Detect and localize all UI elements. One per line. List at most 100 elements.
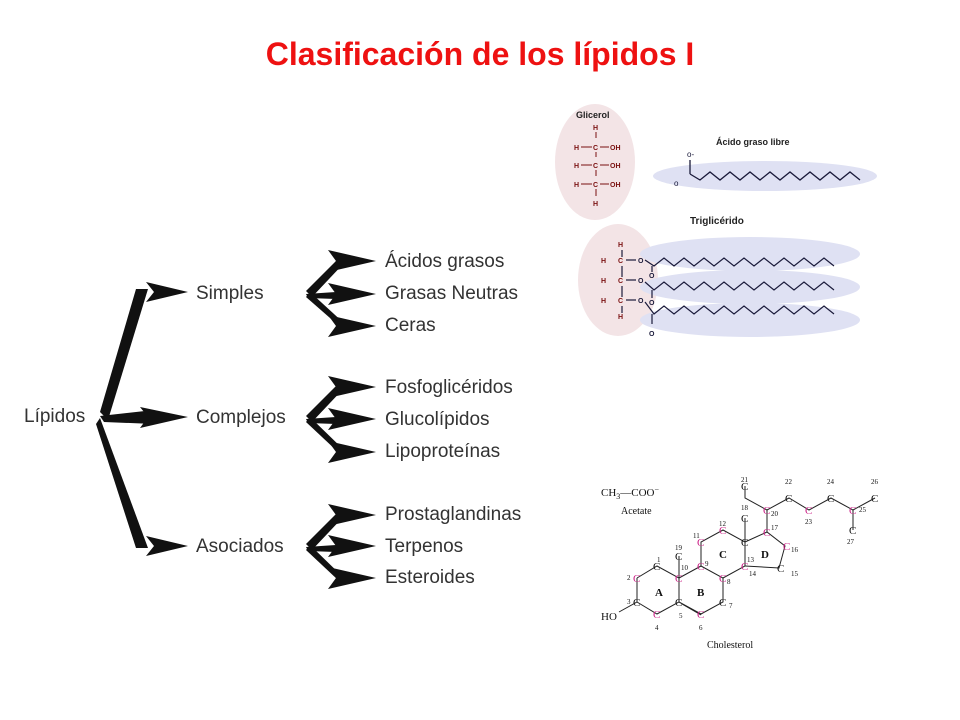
svg-text:14: 14 [749, 570, 757, 578]
cholesterol-label: Cholesterol [707, 640, 753, 651]
triglyceride-label: Triglicérido [690, 216, 744, 227]
svg-text:19: 19 [675, 544, 683, 552]
svg-text:C: C [805, 505, 812, 517]
svg-text:C: C [871, 493, 878, 505]
svg-text:OH: OH [610, 163, 621, 170]
item-grasas-neutras: Grasas Neutras [385, 283, 519, 304]
svg-text:C: C [849, 505, 856, 517]
svg-text:O: O [649, 273, 655, 280]
svg-text:1: 1 [657, 556, 661, 564]
svg-text:C: C [675, 597, 682, 609]
svg-text:C: C [763, 527, 770, 539]
svg-text:C: C [618, 258, 623, 265]
svg-text:9: 9 [705, 560, 709, 568]
svg-text:H: H [618, 314, 623, 321]
svg-text:5: 5 [679, 612, 683, 620]
svg-text:O: O [638, 298, 644, 305]
svg-text:C: C [618, 278, 623, 285]
svg-text:C: C [719, 597, 726, 609]
svg-text:21: 21 [741, 476, 749, 484]
svg-text:H: H [574, 163, 579, 170]
svg-text:16: 16 [791, 546, 799, 554]
svg-text:C: C [719, 573, 726, 585]
item-terpenos: Terpenos [385, 536, 464, 557]
svg-text:CH3—COO−: CH3—COO− [601, 485, 660, 501]
svg-text:OH: OH [610, 182, 621, 189]
svg-text:13: 13 [747, 556, 755, 564]
svg-text:C: C [653, 561, 660, 573]
svg-text:8: 8 [727, 578, 731, 586]
svg-text:25: 25 [859, 506, 867, 514]
svg-text:C: C [741, 537, 748, 549]
svg-text:C: C [653, 609, 660, 621]
svg-text:23: 23 [805, 518, 813, 526]
svg-text:7: 7 [729, 602, 733, 610]
acetate-formula: CH3—COO− [601, 485, 660, 501]
ho-label: HO [601, 611, 617, 623]
complejos-branches [306, 376, 376, 463]
svg-text:6: 6 [699, 624, 703, 632]
triglyceride-chain-ellipse-1 [640, 237, 860, 271]
carbonyl-oxygens: O O O [649, 273, 655, 338]
svg-text:18: 18 [741, 504, 749, 512]
svg-text:O: O [638, 278, 644, 285]
svg-text:A: A [655, 587, 663, 599]
acetate-label: Acetate [621, 506, 652, 517]
svg-text:C: C [849, 525, 856, 537]
svg-text:O: O [649, 331, 655, 338]
svg-text:C: C [593, 163, 598, 170]
page-title: Clasificación de los lípidos I [265, 36, 695, 72]
svg-text:2: 2 [627, 574, 631, 582]
svg-text:C: C [741, 561, 748, 573]
svg-text:3: 3 [627, 598, 631, 606]
fatty-acid-chain: o- o [674, 150, 861, 188]
svg-text:C: C [675, 573, 682, 585]
svg-text:C: C [593, 145, 598, 152]
svg-text:OH: OH [610, 145, 621, 152]
item-ceras: Ceras [385, 315, 436, 336]
svg-text:C: C [618, 298, 623, 305]
svg-text:C: C [763, 505, 770, 517]
glycerol-ellipse [555, 104, 635, 220]
svg-text:O: O [649, 300, 655, 307]
svg-text:H: H [601, 298, 606, 305]
svg-text:27: 27 [847, 538, 855, 546]
svg-text:10: 10 [681, 564, 689, 572]
item-glucolipidos: Glucolípidos [385, 409, 490, 430]
svg-text:C: C [785, 493, 792, 505]
cholesterol-figure: CH3—COO− Acetate C C C C C C C C C C C C… [601, 476, 879, 651]
svg-text:H: H [601, 258, 606, 265]
svg-text:o: o [674, 179, 679, 188]
svg-text:C: C [697, 609, 704, 621]
item-prostaglandinas: Prostaglandinas [385, 504, 522, 525]
glicerol-label: Glicerol [576, 110, 610, 120]
svg-text:H: H [593, 125, 598, 132]
svg-text:C: C [633, 597, 640, 609]
svg-text:C: C [719, 549, 727, 561]
svg-text:C: C [697, 537, 704, 549]
asociados-branches [306, 504, 376, 589]
svg-text:D: D [761, 549, 769, 561]
carbon-atoms: C C C C C C C C C C C C C C C C C C C C … [633, 481, 878, 621]
svg-text:B: B [697, 587, 705, 599]
svg-text:C: C [827, 493, 834, 505]
svg-text:12: 12 [719, 520, 727, 528]
root-label: Lípidos [24, 406, 86, 427]
item-esteroides: Esteroides [385, 567, 475, 588]
item-lipoproteinas: Lipoproteínas [385, 441, 501, 462]
triglyceride-glycerol-ellipse [578, 224, 658, 336]
svg-text:C: C [593, 182, 598, 189]
root-branches [96, 282, 188, 556]
svg-text:H: H [618, 242, 623, 249]
category-asociados: Asociados [196, 536, 284, 557]
svg-text:H: H [601, 278, 606, 285]
triglyceride-chain-ellipse-3 [640, 303, 860, 337]
svg-text:C: C [675, 551, 682, 563]
simples-branches [306, 250, 376, 337]
fatty-acid-label: Ácido graso libre [716, 137, 790, 147]
svg-text:11: 11 [693, 532, 700, 540]
